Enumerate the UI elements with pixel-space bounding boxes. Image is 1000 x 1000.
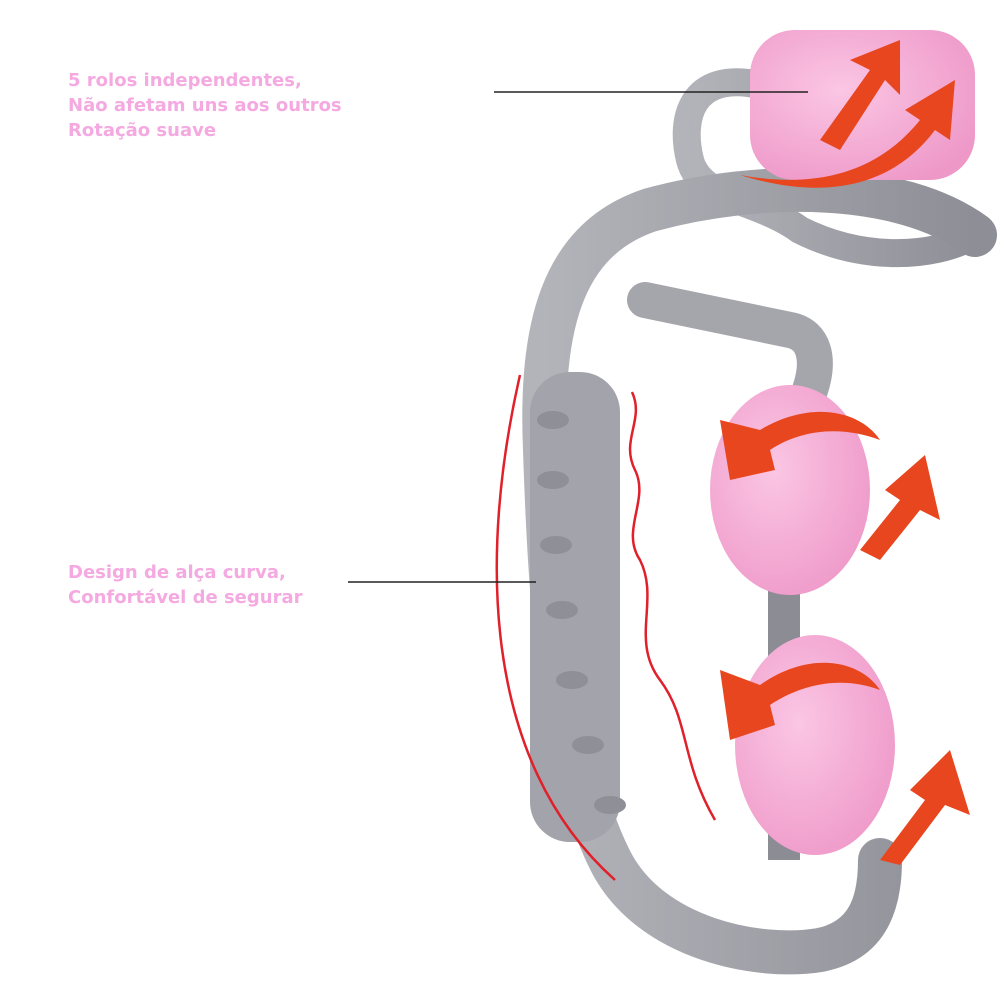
callout-line: 5 rolos independentes, <box>68 70 302 91</box>
wave-line <box>628 391 717 821</box>
callout-rollers: 5 rolos independentes, Não afetam uns ao… <box>68 68 342 143</box>
callout-line: Design de alça curva, <box>68 562 286 583</box>
callout-line: Rotação suave <box>68 120 217 141</box>
callout-line: Não afetam uns aos outros <box>68 95 342 116</box>
callout-handle: Design de alça curva, Confortável de seg… <box>68 560 302 610</box>
rotation-arrows <box>720 40 970 865</box>
grip-ridges <box>537 411 626 814</box>
callout-line: Confortável de segurar <box>68 587 303 608</box>
curve-line <box>495 374 616 881</box>
cross-bar <box>627 282 833 408</box>
